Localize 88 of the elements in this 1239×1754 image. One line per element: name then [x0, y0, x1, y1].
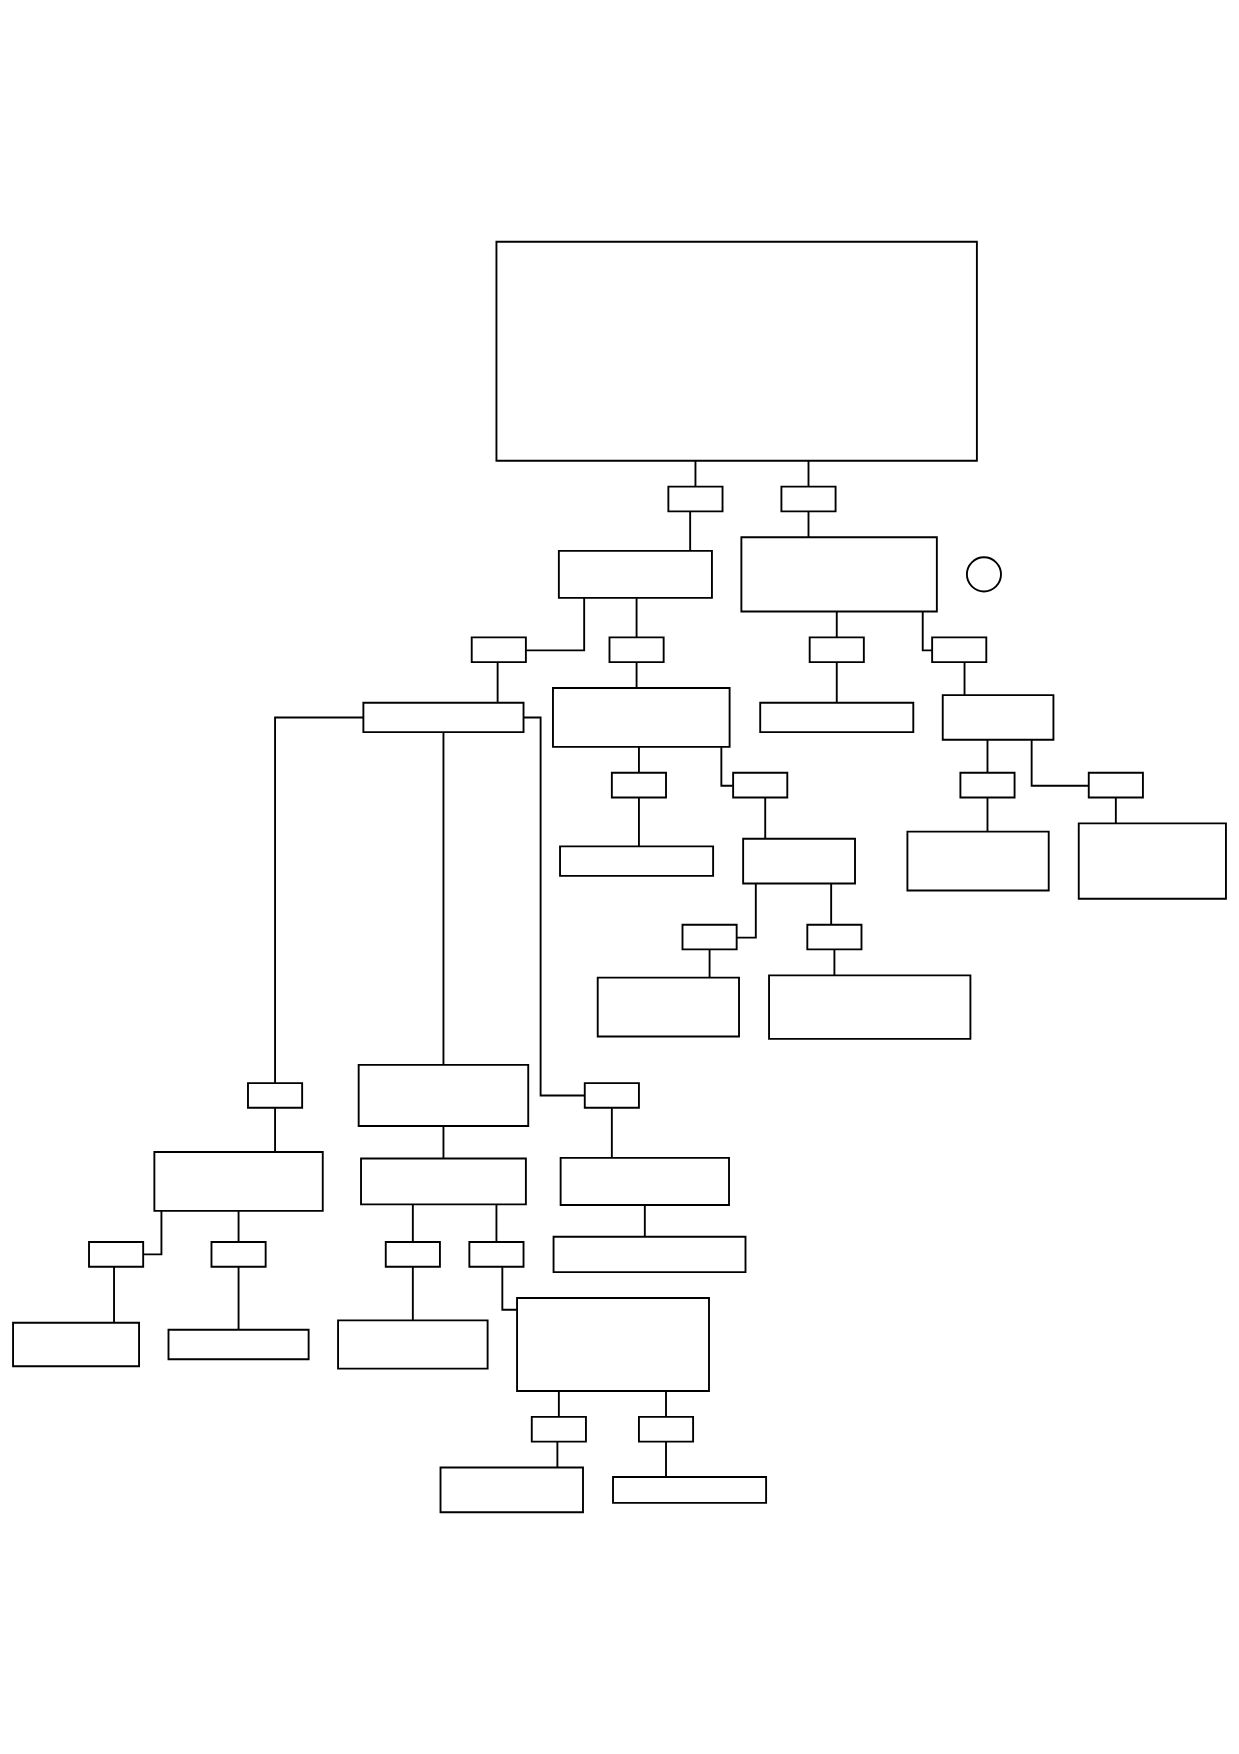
connector [522, 716, 586, 1097]
node-box [610, 771, 667, 799]
connector [835, 610, 838, 639]
node-box [742, 837, 856, 885]
connector [689, 510, 692, 552]
node-box [153, 1151, 324, 1212]
connector [643, 1204, 646, 1238]
node-box [247, 1082, 304, 1109]
connector [665, 1440, 667, 1478]
connector [638, 796, 640, 848]
node-box [470, 636, 527, 664]
node-box [638, 1415, 695, 1443]
connector [736, 882, 757, 939]
node-box [210, 1241, 267, 1268]
node-box [808, 636, 865, 664]
node-box [384, 1241, 441, 1268]
node-box [357, 1063, 530, 1127]
node-box [596, 976, 740, 1038]
connector [921, 610, 933, 652]
node-box [468, 1241, 525, 1268]
node-box [959, 771, 1016, 799]
connector [638, 746, 640, 774]
connector [525, 597, 586, 652]
connector [442, 1125, 445, 1159]
node-box [583, 1082, 640, 1109]
connector [665, 1390, 667, 1418]
node-box [439, 1466, 584, 1514]
node-box [337, 1319, 489, 1370]
connector [610, 1107, 613, 1159]
connector [142, 1210, 163, 1256]
connector [835, 661, 838, 704]
connector [694, 460, 697, 488]
node-box [667, 485, 724, 513]
node-box [362, 701, 525, 734]
connector [113, 1266, 115, 1324]
node-box [608, 636, 665, 664]
connector [1114, 796, 1117, 825]
connector [963, 661, 966, 696]
node-box [732, 771, 789, 799]
node-box [906, 830, 1050, 892]
node-box [806, 923, 863, 951]
node-box [612, 1476, 768, 1504]
connector [556, 1440, 559, 1469]
node-box [559, 1156, 730, 1206]
node-box [516, 1297, 710, 1392]
node-box [759, 701, 915, 734]
connector [635, 597, 638, 639]
node-box [941, 694, 1055, 741]
connector [274, 1107, 276, 1153]
node-box [167, 1328, 310, 1361]
connector [764, 796, 767, 840]
connector [807, 460, 810, 488]
node-box [495, 240, 978, 462]
connector [635, 661, 638, 689]
node-box [681, 923, 738, 951]
node-box [530, 1415, 587, 1443]
connector [501, 1266, 518, 1311]
connector [986, 796, 989, 833]
connector [720, 746, 734, 787]
node-box [557, 549, 713, 599]
connector [496, 661, 499, 704]
connector [495, 1203, 498, 1243]
connector [833, 948, 836, 977]
node-box [1087, 771, 1144, 799]
connector [274, 716, 365, 1084]
node-box [1077, 822, 1227, 900]
connector [237, 1210, 240, 1243]
node-box [552, 687, 731, 748]
node-box [360, 1157, 527, 1206]
connector [237, 1266, 240, 1331]
connector [557, 1390, 560, 1418]
connector [986, 739, 989, 774]
node-box [740, 536, 938, 613]
connector [830, 882, 833, 926]
node-circle [965, 556, 1002, 593]
node-box [780, 485, 837, 513]
node-box [931, 636, 988, 664]
connector [411, 1266, 414, 1322]
connector [1030, 739, 1090, 787]
connector [708, 948, 711, 979]
node-box [88, 1241, 145, 1268]
node-box [768, 974, 972, 1040]
node-box [559, 845, 715, 877]
node-box [552, 1235, 747, 1273]
connector [442, 731, 445, 1066]
node-box [12, 1321, 140, 1368]
connector [411, 1203, 414, 1243]
connector [807, 510, 810, 539]
